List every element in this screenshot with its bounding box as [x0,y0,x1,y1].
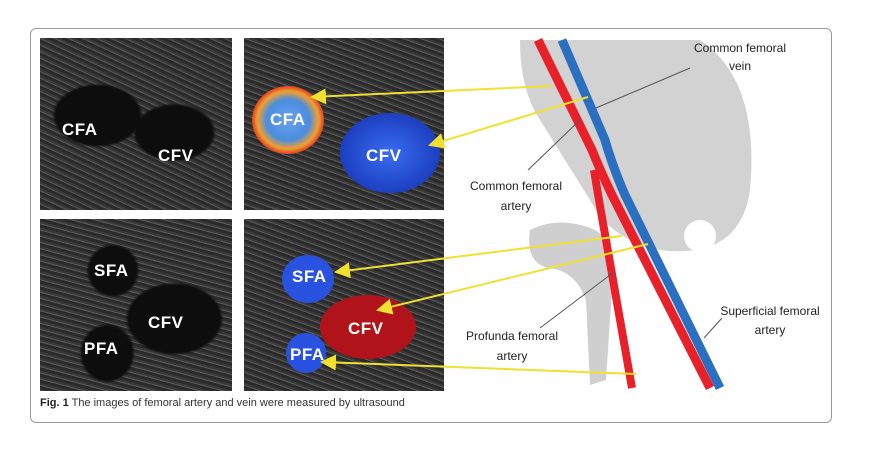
label-profunda-femoral-artery-2: artery [497,349,528,363]
label-cfv: CFV [158,146,194,165]
label-cfa: CFA [62,120,98,139]
figure-caption: Fig. 1 The images of femoral artery and … [40,397,405,409]
cfa-flow [252,86,324,154]
label-common-femoral-artery-2: artery [501,199,532,213]
obturator-foramen [684,220,716,252]
common-femoral-artery-line [533,38,715,391]
cfv-flow [340,113,440,193]
label-common-femoral-vein-1: Common femoral [694,41,786,55]
caption-label: Fig. 1 [40,397,69,409]
leader-sfa [703,317,723,339]
leader-cfa [527,119,581,171]
label-pfa: PFA [290,345,325,364]
label-sfa: SFA [292,267,327,286]
profunda-femoral-artery-line [590,169,636,389]
arrow-cfv-top [428,96,589,149]
arrow-cfv-bottom [376,243,649,315]
ultrasound-gray-top: CFA CFV [40,38,232,210]
common-femoral-vein-line [557,38,725,390]
doppler-top-overlay [252,86,440,193]
label-common-femoral-vein-2: vein [729,59,751,73]
label-cfa: CFA [270,110,306,129]
label-cfv: CFV [366,146,402,165]
pfa-flow [286,333,326,373]
leader-cfv [595,67,691,109]
ultrasound-gray-bottom: SFA CFV PFA [40,219,232,391]
arrow-cfa-top [310,85,553,105]
label-superficial-femoral-artery-2: artery [755,323,786,337]
label-common-femoral-artery-1: Common femoral [470,179,562,193]
sfa-flow [282,255,334,303]
label-pfa: PFA [84,339,119,358]
arrow-pfa-bottom [320,354,637,375]
arrow-sfa-bottom [334,235,623,279]
femur-head [529,222,614,385]
label-profunda-femoral-artery-1: Profunda femoral [466,329,558,343]
label-sfa: SFA [94,261,129,280]
label-superficial-femoral-artery-1: Superficial femoral [720,304,819,318]
pelvis-bone [520,40,752,252]
leader-pfa [539,271,615,329]
label-cfv: CFV [148,313,184,332]
label-cfv: CFV [348,319,384,338]
caption-text: The images of femoral artery and vein we… [71,397,405,409]
ultrasound-doppler-top: CFA CFV [244,38,444,210]
